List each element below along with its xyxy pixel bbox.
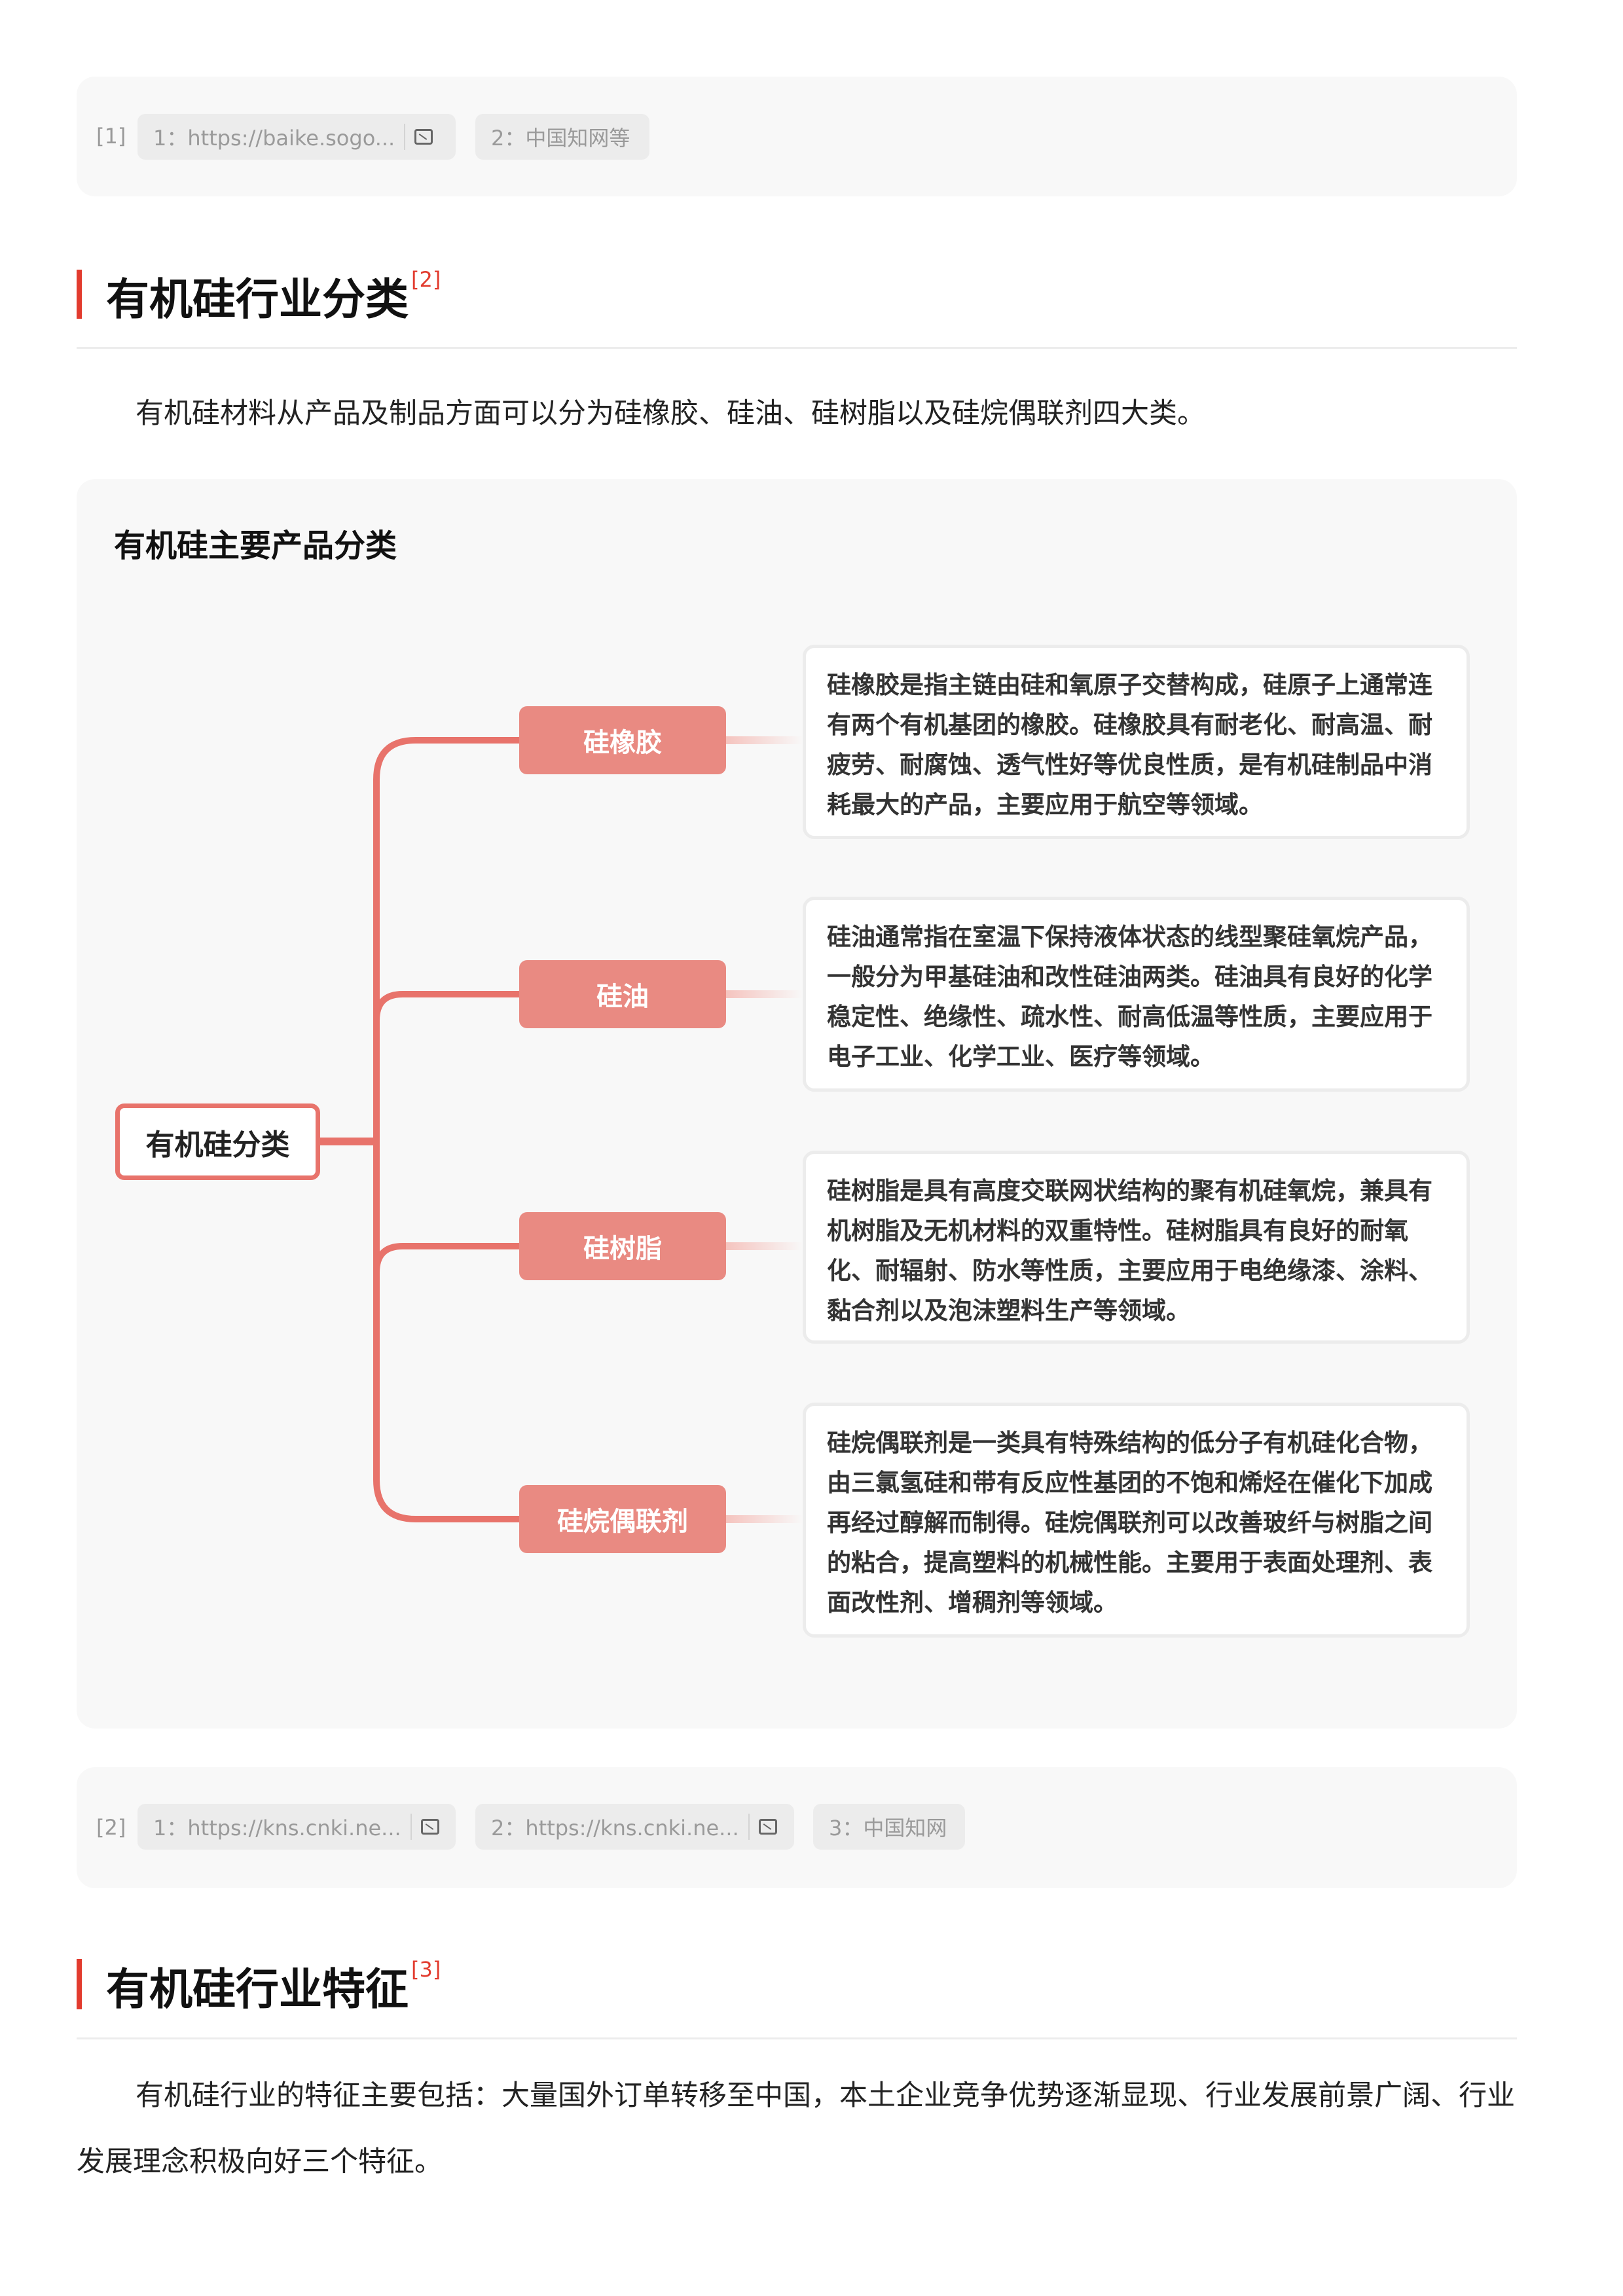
section-heading-1: 有机硅行业分类[2]: [106, 264, 441, 327]
node-silicone-rubber: 硅橡胶: [519, 706, 726, 774]
node-silane-coupling-agent: 硅烷偶联剂: [519, 1485, 726, 1553]
heading-accent-bar: [77, 1959, 82, 2009]
reference-chip-1[interactable]: 1：https://baike.sogo...: [137, 114, 456, 160]
root-node: 有机硅分类: [115, 1103, 320, 1180]
trunk-line: [373, 737, 519, 1522]
classification-diagram: 有机硅主要产品分类 有机硅分类 硅橡胶 硅油 硅树脂 硅烷偶联剂 硅橡胶是指主链…: [77, 479, 1517, 1729]
child-connector: [726, 990, 803, 998]
reference-source: 3：中国知网: [829, 1816, 947, 1840]
heading-text: 有机硅行业分类: [106, 274, 409, 325]
node-silicone-resin: 硅树脂: [519, 1212, 726, 1280]
reference-label: [2]: [96, 1815, 126, 1840]
paragraph: 有机硅行业的特征主要包括：大量国外订单转移至中国，本土企业竞争优势逐渐显现、行业…: [77, 2079, 1515, 2178]
section-heading-2: 有机硅行业特征[3]: [106, 1954, 441, 2017]
description-card: 硅树脂是具有高度交联网状结构的聚有机硅氧烷，兼具有机树脂及无机材料的双重特性。硅…: [803, 1151, 1470, 1344]
diagram-title: 有机硅主要产品分类: [114, 528, 397, 564]
reference-source: 2：中国知网等: [491, 126, 630, 151]
child-connector: [726, 736, 803, 744]
image-icon[interactable]: [420, 1819, 439, 1835]
reference-chip-1[interactable]: 1：https://kns.cnki.ne...: [137, 1804, 456, 1850]
divider: [77, 347, 1517, 349]
heading-accent-bar: [77, 270, 82, 319]
reference-link: 2：https://kns.cnki.ne...: [491, 1816, 739, 1840]
citation-link[interactable]: [2]: [411, 267, 441, 292]
connector-lines: [320, 736, 803, 1523]
description-card: 硅橡胶是指主链由硅和氧原子交替构成，硅原子上通常连有两个有机基团的橡胶。硅橡胶具…: [803, 645, 1470, 839]
description-card: 硅油通常指在室温下保持液体状态的线型聚硅氧烷产品，一般分为甲基硅油和改性硅油两类…: [803, 897, 1470, 1092]
chip-divider: [410, 1814, 412, 1840]
reference-box-1: [1] 1：https://baike.sogo... 2：中国知网等: [77, 77, 1517, 196]
branch-line: [373, 1243, 519, 1273]
reference-label: [1]: [96, 124, 126, 149]
reference-link: 1：https://kns.cnki.ne...: [153, 1816, 401, 1840]
heading-text: 有机硅行业特征: [106, 1964, 409, 2015]
citation-link[interactable]: [3]: [411, 1957, 441, 1982]
paragraph: 有机硅材料从产品及制品方面可以分为硅橡胶、硅油、硅树脂以及硅烷偶联剂四大类。: [136, 397, 1205, 430]
reference-link: 1：https://baike.sogo...: [153, 126, 395, 151]
reference-chip-2[interactable]: 2：中国知网等: [475, 114, 649, 160]
child-connector: [726, 1242, 803, 1250]
reference-box-2: [2] 1：https://kns.cnki.ne... 2：https://k…: [77, 1767, 1517, 1888]
reference-chip-3[interactable]: 3：中国知网: [813, 1804, 965, 1850]
image-icon[interactable]: [758, 1819, 777, 1835]
node-silicone-oil: 硅油: [519, 960, 726, 1028]
chip-divider: [404, 124, 406, 150]
reference-chip-2[interactable]: 2：https://kns.cnki.ne...: [475, 1804, 794, 1850]
image-icon[interactable]: [414, 129, 433, 145]
description-card: 硅烷偶联剂是一类具有特殊结构的低分子有机硅化合物，由三氯氢硅和带有反应性基团的不…: [803, 1403, 1470, 1638]
child-connector: [726, 1515, 803, 1523]
branch-line: [373, 991, 519, 1021]
chip-divider: [748, 1814, 750, 1840]
divider: [77, 2037, 1517, 2039]
